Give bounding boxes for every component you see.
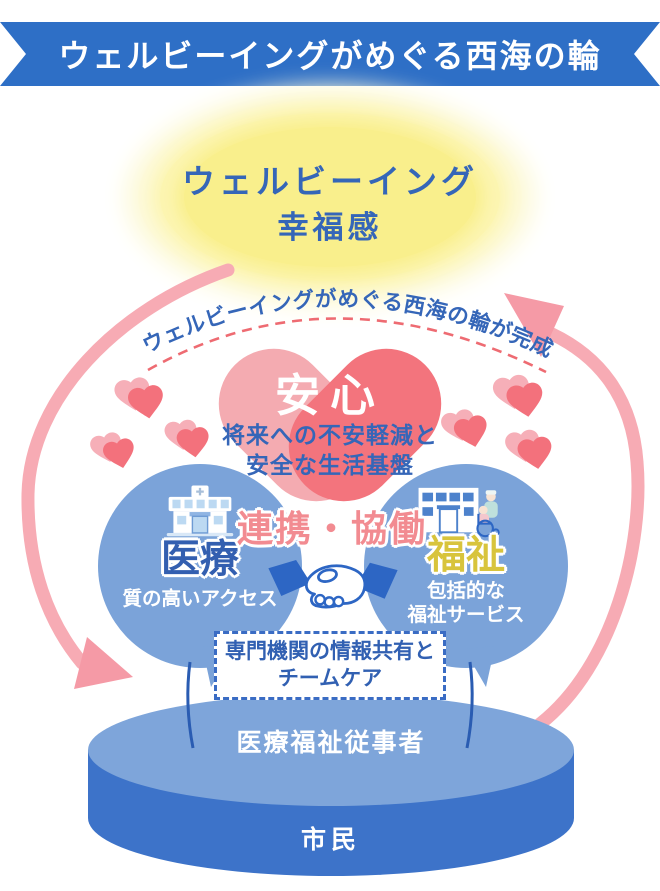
info-share-line2: チームケア: [277, 666, 383, 690]
cycle-arrow-left-icon: [21, 263, 235, 689]
medical-desc: 質の高いアクセス: [122, 587, 278, 610]
wellbeing-label: ウェルビーイング: [182, 162, 478, 201]
anshin-desc-line2: 安全な生活基盤: [246, 453, 414, 479]
base-top-label: 医療福祉従事者: [236, 728, 426, 757]
base-front-label: 市民: [300, 825, 361, 854]
balloon-stick-right: [465, 661, 474, 749]
title-ribbon: ウェルビーイングがめぐる西海の輪: [0, 22, 660, 86]
anshin-desc-line1: 将来への不安軽減と: [222, 423, 438, 449]
medical-label: 医療: [160, 537, 239, 582]
citizen-base-disc: [88, 694, 574, 876]
welfare-label: 福祉: [426, 533, 505, 578]
cycle-dashed-arc: [147, 317, 547, 374]
cycle-arc-label: ウェルビーイングがめぐる西海の輪が完成: [139, 286, 557, 363]
welfare-desc-line1: 包括的な: [426, 579, 505, 602]
info-share-line1: 専門機関の情報共有と: [225, 639, 435, 663]
anshin-heart-icon: [218, 348, 442, 502]
cycle-arrow-right-icon: [504, 293, 645, 731]
welfare-circle: [364, 464, 568, 687]
page-title: ウェルビーイングがめぐる西海の輪: [58, 37, 602, 75]
welfare-desc-line2: 福祉サービス: [407, 603, 525, 626]
wellbeing-glow-inner: [184, 127, 476, 267]
collaboration-label: 連携・協働: [236, 509, 427, 550]
happiness-label: 幸福感: [277, 210, 383, 246]
anshin-label: 安心: [274, 369, 385, 422]
balloon-stick-left: [186, 661, 195, 749]
info-share-box: 専門機関の情報共有と チームケア: [214, 631, 446, 700]
